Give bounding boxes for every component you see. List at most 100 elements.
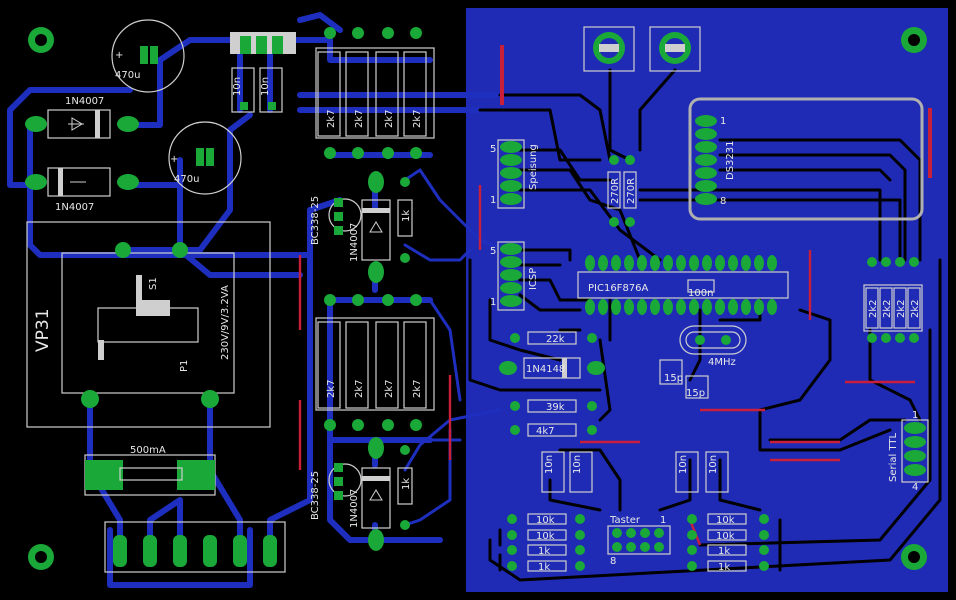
r10k-c-label: 10k: [716, 515, 735, 526]
rtc-module: [688, 97, 924, 221]
mounting-holes: [28, 27, 927, 570]
r1k-a-label: 1k: [401, 210, 412, 222]
jumper-wires: [298, 45, 932, 546]
caps-10n: [231, 67, 283, 113]
serial-pin4: 4: [912, 482, 918, 493]
cap-10n-d-label: 10n: [572, 455, 583, 474]
r2k7-7: 2k7: [384, 379, 395, 398]
r2k2-2: 2k2: [882, 299, 893, 318]
diode-1n4148: [499, 357, 605, 379]
rtc-pin8: 8: [720, 196, 726, 207]
resistor-270r: [607, 155, 637, 227]
supply-pin5: 5: [490, 144, 496, 155]
r1k-d-label: 1k: [538, 562, 550, 573]
diode-3-label: 1N4007: [349, 223, 360, 262]
taster-pin1: 1: [660, 515, 666, 526]
r270-b-label: 270R: [626, 178, 637, 204]
icsp-pin5: 5: [490, 246, 496, 257]
r4k7-label: 4k7: [536, 426, 555, 437]
taster-header: [607, 525, 671, 555]
resistor-array-bottom: [315, 294, 435, 431]
bottom-resistors: [507, 513, 769, 572]
r1k-c-label: 1k: [538, 546, 550, 557]
resistor-array-top: [315, 27, 435, 159]
resistor-2k2-array: [863, 257, 923, 343]
terminal-block: [104, 521, 286, 573]
r22k-label: 22k: [546, 334, 565, 345]
diode-4: [361, 437, 391, 551]
resistor-4k7: [510, 423, 597, 437]
transformer-rating: 230V/9V/3.2VA: [220, 285, 231, 360]
taster-pin8: 8: [610, 556, 616, 567]
taster-label: Taster: [609, 515, 641, 526]
serial-header: [901, 419, 929, 483]
resistor-39k: [510, 399, 597, 413]
transformer: [26, 221, 271, 428]
caps-10n-lower: [541, 451, 729, 493]
cap-470u-1-label: 470u: [115, 70, 140, 81]
supply-header: [497, 139, 525, 209]
diode-2: [25, 167, 139, 197]
serial-label: Serial TTL: [888, 432, 899, 482]
rtc-label: DS3231: [725, 141, 736, 181]
crystal: [679, 325, 747, 355]
cap-470u-2-label: 470u: [174, 174, 199, 185]
r2k7-2: 2k7: [354, 109, 365, 128]
resistor-1k-a: [397, 177, 413, 263]
transformer-label: VP31: [33, 308, 53, 352]
cap-10n-c-label: 10n: [544, 455, 555, 474]
icsp-header: [497, 241, 525, 311]
diode-2-label: 1N4007: [55, 202, 94, 213]
r2k7-4: 2k7: [412, 109, 423, 128]
diode-4-label: 1N4007: [349, 489, 360, 528]
diode-1: [25, 109, 139, 139]
r2k7-5: 2k7: [326, 379, 337, 398]
serial-pin1: 1: [912, 410, 918, 421]
header-3pin: [230, 32, 296, 54]
transistor-2-label: BC338-25: [310, 471, 321, 520]
r10k-b-label: 10k: [536, 531, 555, 542]
transistor-1-label: BC338-25: [310, 196, 321, 245]
supply-pin1: 1: [490, 195, 496, 206]
fuse-label: 500mA: [130, 445, 166, 456]
cap-470u-2: +: [168, 121, 242, 195]
r2k7-3: 2k7: [384, 109, 395, 128]
led-2: [649, 26, 701, 72]
r2k2-1: 2k2: [868, 299, 879, 318]
cap-470u-1: +: [111, 19, 185, 93]
r2k7-8: 2k7: [412, 379, 423, 398]
cap-10n-a-label: 10n: [232, 77, 243, 96]
plane-traces: [468, 68, 942, 582]
cap-10n-b-label: 10n: [260, 77, 271, 96]
cap-10n-e-label: 10n: [678, 455, 689, 474]
r1k-e-label: 1k: [718, 546, 730, 557]
cap-15p-b-label: 15p: [686, 388, 705, 399]
transistor-1: [328, 198, 362, 235]
diode-3: [361, 171, 391, 283]
s1-label: S1: [148, 277, 159, 290]
resistor-22k: [510, 331, 597, 345]
caps-15p: [659, 359, 709, 399]
r270-a-label: 270R: [610, 178, 621, 204]
r10k-d-label: 10k: [716, 531, 735, 542]
r1k-f-label: 1k: [718, 562, 730, 573]
r2k7-1: 2k7: [326, 109, 337, 128]
resistor-1k-b: [397, 445, 413, 530]
icsp-pin1: 1: [490, 297, 496, 308]
transistor-2: [328, 463, 362, 500]
svg-text:+: +: [115, 50, 123, 61]
icsp-label: ICSP: [528, 268, 539, 290]
cap-100n-label: 100n: [688, 288, 713, 299]
p1-label: P1: [179, 360, 190, 372]
crystal-label: 4MHz: [708, 357, 736, 368]
cap-15p-a-label: 15p: [664, 373, 683, 384]
r2k2-3: 2k2: [896, 299, 907, 318]
mcu-label: PIC16F876A: [588, 283, 649, 294]
rtc-pin1: 1: [720, 116, 726, 127]
cap-10n-f-label: 10n: [708, 455, 719, 474]
r39k-label: 39k: [546, 402, 565, 413]
r2k7-6: 2k7: [354, 379, 365, 398]
pic-mcu: [577, 255, 789, 315]
